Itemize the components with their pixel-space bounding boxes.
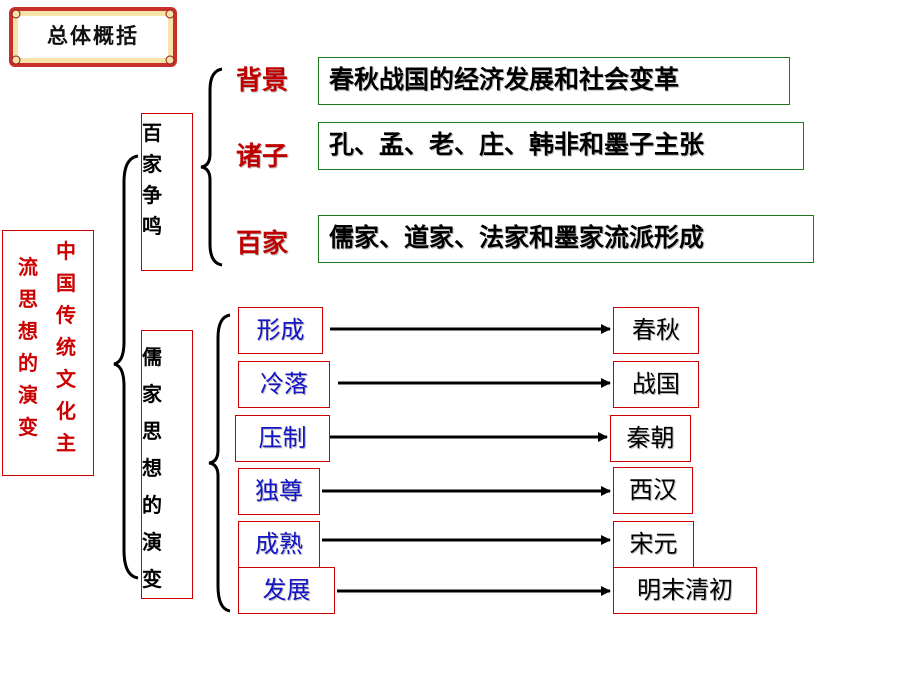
stage-box: 形成: [238, 307, 323, 354]
title-text: 总体概括: [47, 24, 139, 48]
period-box: 西汉: [613, 467, 693, 514]
title-plate: 总体概括: [8, 6, 178, 68]
main-topic-line1: 中国传统文化主: [56, 239, 76, 455]
stage-box: 冷落: [238, 361, 330, 408]
section1-label: 百家争鸣: [142, 121, 162, 238]
period-box: 明末清初: [613, 567, 757, 614]
section2-brace: [208, 313, 231, 613]
stage-box: 压制: [235, 415, 330, 462]
zhuzi-desc: 孔、孟、老、庄、韩非和墨子主张: [318, 122, 804, 170]
section2-label-box: 儒家思想的演变: [141, 330, 193, 599]
period-box: 宋元: [613, 521, 694, 568]
section1-label-box: 百家争鸣: [141, 113, 193, 271]
title-frame: [9, 7, 177, 67]
section2-label: 儒家思想的演变: [142, 345, 162, 591]
period-box: 春秋: [613, 307, 699, 354]
category-zhuzi: 诸子: [236, 142, 289, 172]
stage-box: 独尊: [238, 468, 320, 515]
period-box: 秦朝: [610, 415, 691, 462]
baijia-desc: 儒家、道家、法家和墨家流派形成: [318, 215, 814, 263]
stage-box: 发展: [238, 567, 335, 614]
background-desc: 春秋战国的经济发展和社会变革: [318, 57, 790, 105]
main-topic-box: 中国传统文化主 流思想的演变: [2, 230, 94, 476]
main-topic-col1: 中国传统文化主: [51, 235, 81, 459]
main-topic-line2: 流思想的演变: [18, 255, 38, 439]
category-background: 背景: [236, 66, 289, 96]
category-baijia: 百家: [236, 229, 289, 259]
main-brace: [113, 154, 139, 580]
main-topic-col2: 流思想的演变: [13, 251, 43, 443]
period-box: 战国: [613, 361, 699, 408]
section1-brace: [200, 67, 223, 267]
